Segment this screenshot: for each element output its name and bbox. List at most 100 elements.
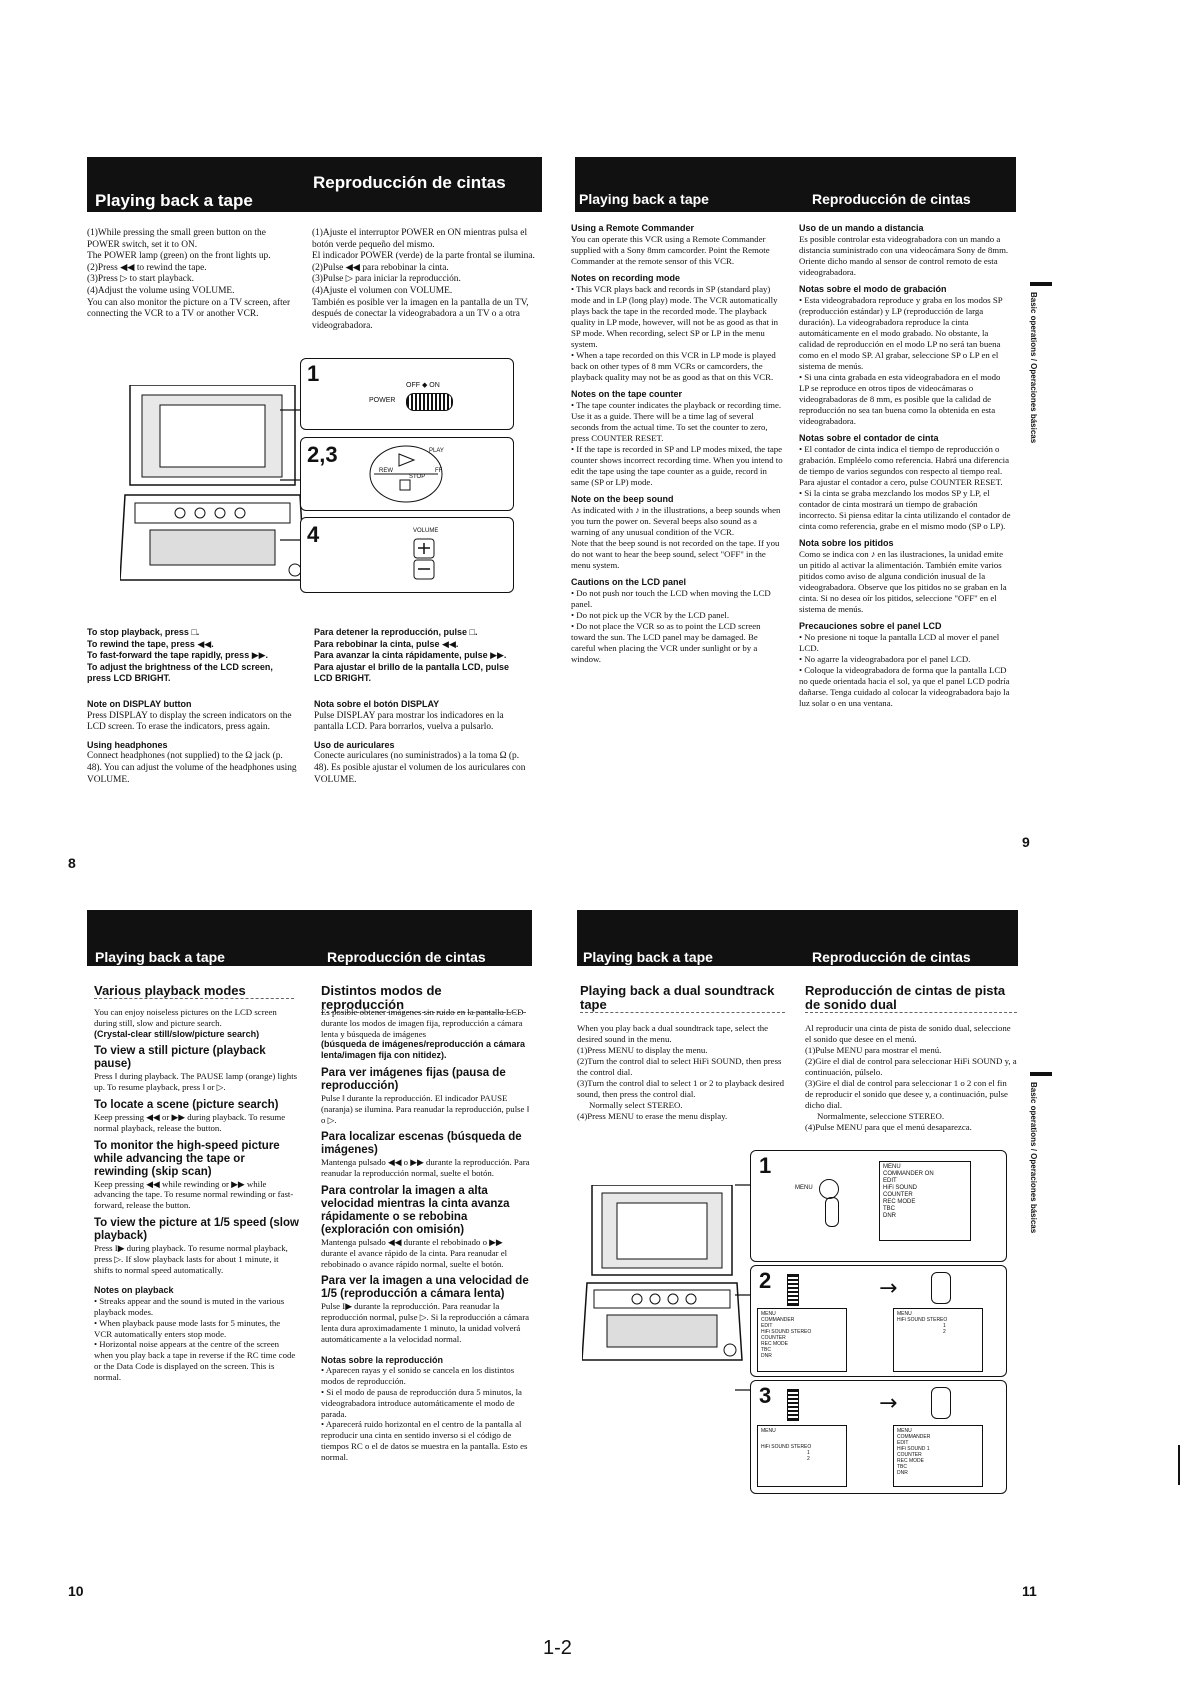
page8-step4-box: 4 VOLUME <box>300 517 514 593</box>
menu-line: COUNTER <box>883 1192 913 1198</box>
intro-text: Es posible obtener imágenes sin ruido en… <box>321 1007 524 1039</box>
power-label: POWER <box>369 397 396 404</box>
page11-subtitle-en: Playing back a dual soundtrack tape <box>580 984 785 1013</box>
section-heading: Notas sobre el modo de grabación <box>799 284 947 294</box>
menu-line: HiFi SOUND STEREO <box>761 1444 812 1450</box>
page10-subtitle-es: Distintos modos de reproducción <box>321 984 526 1013</box>
menu-line: EDIT <box>761 1323 773 1329</box>
menu-line: EDIT <box>883 1178 897 1184</box>
section-text: Mantenga pulsado ◀◀ durante el rebobinad… <box>321 1236 508 1269</box>
note-heading: Nota sobre el botón DISPLAY <box>314 698 440 709</box>
page10-title-en: Playing back a tape <box>95 949 225 965</box>
section-text: • No presione ni toque la pantalla LCD a… <box>799 632 1010 708</box>
menu-line: 2 <box>943 1329 946 1335</box>
page8-steps-es: (1)Ajuste el interruptor POWER en ON mie… <box>312 228 537 332</box>
menu-screen: MENU HiFi SOUND STEREO 1 2 <box>893 1308 983 1372</box>
menu-screen: MENU COMMANDER ON EDIT HiFi SOUND COUNTE… <box>879 1161 971 1241</box>
step: (2)Pulse ◀◀ para rebobinar la cinta. <box>312 262 449 273</box>
tip: To stop playback, press □. <box>87 627 200 637</box>
control-dial-icon <box>787 1389 799 1421</box>
page9-col-es: Uso de un mando a distancia Es posible c… <box>799 223 1011 715</box>
tip: Para detener la reproducción, pulse □. <box>314 627 478 637</box>
section-text: • Do not push nor touch the LCD when mov… <box>571 588 771 664</box>
page8-bottom-es: Para detener la reproducción, pulse □. P… <box>314 627 526 792</box>
notes-heading: Notas sobre la reproducción <box>321 1354 444 1365</box>
page8-steps-en: (1)While pressing the small green button… <box>87 228 292 321</box>
menu-line: COUNTER <box>761 1335 786 1341</box>
section-heading: Para controlar la imagen a alta velocida… <box>321 1184 510 1236</box>
step: Normally select STEREO. <box>589 1100 683 1110</box>
tip: To adjust the brightness of the LCD scre… <box>87 661 273 684</box>
step-number: 1 <box>759 1153 772 1178</box>
menu-line: DNR <box>761 1353 772 1359</box>
section-heading: Notes on the tape counter <box>571 389 683 399</box>
section-heading: Precauciones sobre el panel LCD <box>799 621 942 631</box>
menu-line: 2 <box>807 1456 810 1462</box>
intro-text: Al reproducir una cinta de pista de soni… <box>805 1023 1011 1044</box>
intro-text: When you play back a dual soundtrack tap… <box>577 1023 769 1044</box>
menu-line: COMMANDER ON <box>883 1171 934 1177</box>
step: (2)Press ◀◀ to rewind the tape. <box>87 262 207 273</box>
arrow-right-icon: → <box>879 1276 898 1301</box>
finger-press-icon <box>931 1387 951 1419</box>
section-text: Keep pressing ◀◀ or ▶▶ during playback. … <box>94 1111 286 1133</box>
page-footer: 1-2 <box>543 1637 572 1659</box>
section-heading: Uso de un mando a distancia <box>799 223 924 233</box>
menu-screen: MENU HiFi SOUND STEREO 1 2 <box>757 1425 847 1487</box>
menu-line: MENU <box>761 1311 776 1317</box>
page11-step2-box: 2 → MENU COMMANDER EDIT HiFi SOUND STERE… <box>750 1265 1007 1377</box>
section-text: Keep pressing ◀◀ while rewinding or ▶▶ w… <box>94 1178 294 1211</box>
page11-vcr-illustration <box>582 1185 743 1361</box>
page11-step1-box: 1 MENU MENU COMMANDER ON EDIT HiFi SOUND… <box>750 1150 1007 1262</box>
step-number: 4 <box>307 522 320 547</box>
section-text: • The tape counter indicates the playbac… <box>571 400 783 487</box>
menu-line: TBC <box>761 1347 771 1353</box>
section-heading: Notas sobre el contador de cinta <box>799 433 939 443</box>
rew-label: REW <box>379 468 393 474</box>
menu-line: TBC <box>883 1206 895 1212</box>
step: (1)While pressing the small green button… <box>87 228 266 250</box>
notes-text: • Streaks appear and the sound is muted … <box>94 1296 296 1382</box>
page9-title-bar: Playing back a tape Reproducción de cint… <box>575 157 1016 212</box>
note-text: Conecte auriculares (no suministrados) a… <box>314 751 526 785</box>
crop-mark <box>1178 1445 1180 1485</box>
step: También es posible ver la imagen en la p… <box>312 297 529 331</box>
page10-subtitle-en: Various playback modes <box>94 984 294 999</box>
transport-controls-icon <box>369 445 443 503</box>
step: (3)Pulse ▷ para iniciar la reproducción. <box>312 274 461 285</box>
section-heading: To view a still picture (playback pause) <box>94 1045 266 1071</box>
tip: To rewind the tape, press ◀◀. <box>87 638 214 649</box>
step: You can also monitor the picture on a TV… <box>87 297 291 320</box>
section-tab-marker <box>1030 282 1052 286</box>
menu-line: COMMANDER <box>761 1317 795 1323</box>
notes-heading: Notes on playback <box>94 1285 174 1296</box>
menu-line: REC MODE <box>883 1199 916 1205</box>
tip: To fast-forward the tape rapidly, press … <box>87 650 269 661</box>
menu-line: EDIT <box>897 1440 909 1446</box>
page8-step1-box: 1 POWER OFF ◆ ON <box>300 358 514 430</box>
volume-buttons-icon <box>413 538 435 580</box>
section-text: Pulse I▶ durante la reproducción. Para r… <box>321 1301 530 1344</box>
note-text: Pulse DISPLAY para mostrar los indicador… <box>314 710 504 733</box>
step: (1)Ajuste el interruptor POWER en ON mie… <box>312 228 528 250</box>
section-text: • Esta videograbadora reproduce y graba … <box>799 295 1003 426</box>
menu-line: 1 <box>807 1450 810 1456</box>
finger-press-icon <box>931 1272 951 1304</box>
step: (3)Turn the control dial to select 1 or … <box>577 1078 785 1099</box>
menu-line: MENU <box>897 1311 912 1317</box>
section-heading: Para localizar escenas (búsqueda de imág… <box>321 1131 522 1157</box>
page10-title-es: Reproducción de cintas <box>327 949 486 965</box>
section-heading: Notes on recording mode <box>571 273 681 283</box>
page9-title-en: Playing back a tape <box>579 191 709 207</box>
menu-screen: MENU COMMANDER EDIT HiFi SOUND STEREO CO… <box>757 1308 847 1372</box>
page9-title-es: Reproducción de cintas <box>812 191 971 207</box>
section-text: Press I▶ during playback. To resume norm… <box>94 1242 288 1275</box>
section-text: • This VCR plays back and records in SP … <box>571 284 778 382</box>
section-text: Es posible controlar esta videograbadora… <box>799 234 1009 277</box>
step: (4)Press MENU to erase the menu display. <box>577 1111 728 1121</box>
step: (1)Pulse MENU para mostrar el menú. <box>805 1045 942 1055</box>
tip: Para avanzar la cinta rápidamente, pulse… <box>314 650 507 661</box>
note-heading: Note on DISPLAY button <box>87 698 192 709</box>
menu-line: DNR <box>897 1470 908 1476</box>
step: El indicador POWER (verde) de la parte f… <box>312 251 535 262</box>
